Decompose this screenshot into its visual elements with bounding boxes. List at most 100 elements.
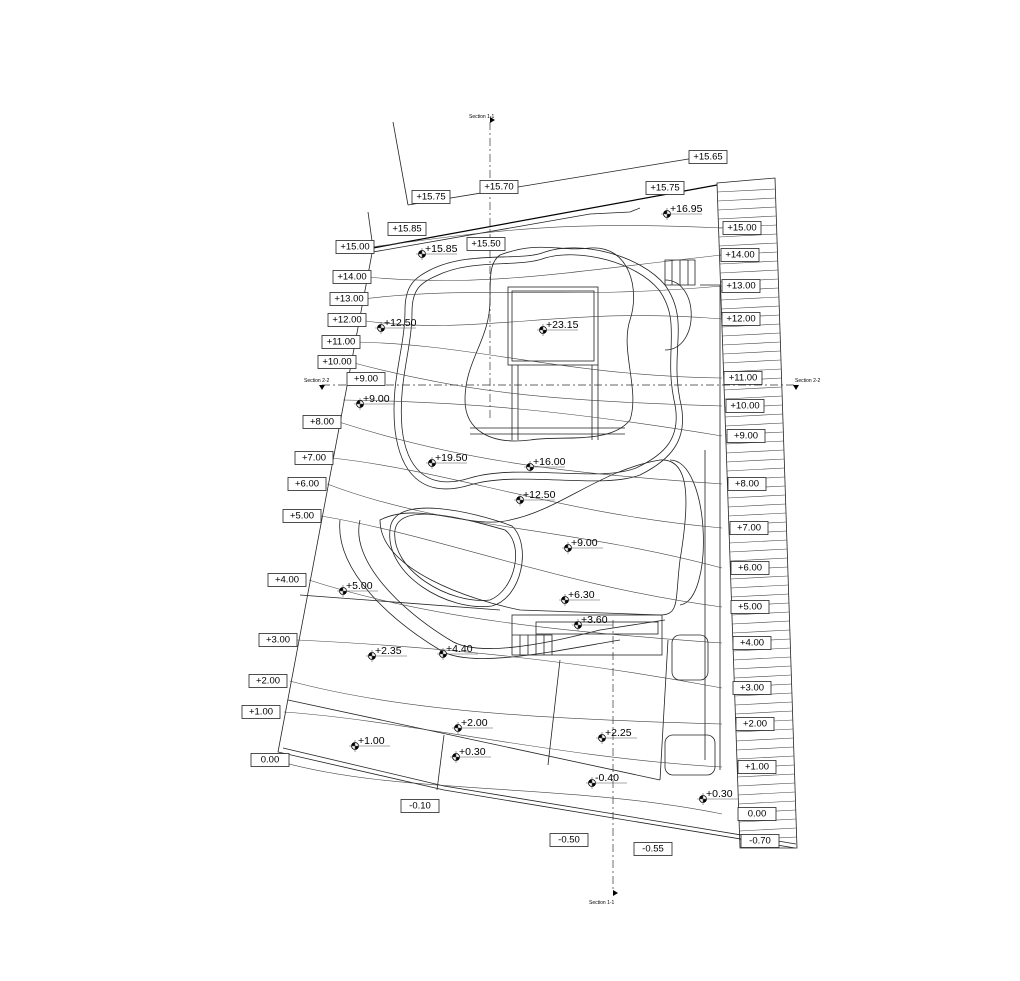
label-box xyxy=(317,355,357,369)
contour-line xyxy=(358,315,723,326)
label-text: +9.00 xyxy=(734,431,758,442)
contour-elevation-label: +6.00 xyxy=(730,561,770,575)
hatch-line xyxy=(720,296,779,301)
label-text: -0.70 xyxy=(749,836,771,847)
contour-elevation-label: +10.00 xyxy=(725,399,765,413)
label-text: +15.00 xyxy=(340,242,369,253)
level-marker-icon xyxy=(354,398,395,410)
hatch-line xyxy=(727,494,786,499)
label-box xyxy=(633,842,673,856)
contour-elevation-label: +15.65 xyxy=(688,150,728,164)
label-text: +13.00 xyxy=(334,294,363,305)
spot-elevation: +6.30 xyxy=(559,589,600,606)
label-box xyxy=(248,674,288,688)
spot-elevation: +15.85 xyxy=(416,243,458,260)
contour-elevation-label: +7.00 xyxy=(294,451,334,465)
label-box xyxy=(327,313,367,327)
contour-elevation-label: -0.70 xyxy=(740,834,780,848)
contour-elevation-label: +12.00 xyxy=(721,312,761,326)
contour-line xyxy=(350,361,723,407)
label-box xyxy=(241,705,281,719)
hatch-line xyxy=(720,269,779,274)
level-marker-icon xyxy=(661,208,702,220)
spot-elevation-text: +15.85 xyxy=(425,243,458,255)
label-text: +7.00 xyxy=(302,453,326,464)
label-box xyxy=(723,371,763,385)
spot-elevation: -0.40 xyxy=(586,772,627,789)
contour-line xyxy=(354,341,723,379)
label-box xyxy=(258,633,298,647)
label-box xyxy=(346,372,386,386)
label-text: -0.10 xyxy=(409,801,431,812)
label-text: +11.00 xyxy=(327,337,356,348)
label-text: -0.55 xyxy=(642,844,664,855)
hatch-line xyxy=(736,737,794,742)
contour-elevation-label: +15.75 xyxy=(411,190,451,204)
label-text: +15.75 xyxy=(650,183,679,194)
contour-elevation-label: -0.55 xyxy=(633,842,673,856)
hatch-line xyxy=(730,575,789,580)
label-text: +15.50 xyxy=(471,239,500,250)
spot-elevation: +9.00 xyxy=(354,393,395,410)
contour-elevation-label: -0.50 xyxy=(549,833,589,847)
label-box xyxy=(720,248,760,262)
hatch-line xyxy=(728,512,787,517)
label-box xyxy=(282,509,322,523)
level-marker-icon xyxy=(366,650,407,662)
label-box xyxy=(332,270,372,284)
level-marker-icon xyxy=(437,648,478,660)
hatch-line xyxy=(729,539,787,544)
label-text: +1.00 xyxy=(745,762,769,773)
contour-elevation-label: +14.00 xyxy=(332,270,372,284)
label-text: +7.00 xyxy=(737,523,761,534)
level-marker-icon xyxy=(349,740,390,752)
hatch-line xyxy=(736,746,794,751)
label-box xyxy=(730,561,770,575)
hatch-line xyxy=(739,827,797,832)
contour-elevation-label: +10.00 xyxy=(317,355,357,369)
contour-elevation-label: +8.00 xyxy=(727,477,767,491)
level-marker-icon xyxy=(596,732,637,744)
spot-elevation: +19.50 xyxy=(426,452,468,469)
hatch-line xyxy=(718,215,777,220)
label-text: +11.00 xyxy=(729,373,758,384)
label-text: +3.00 xyxy=(266,635,290,646)
label-text: +4.00 xyxy=(740,638,764,649)
hatch-line xyxy=(726,467,785,472)
hatch-line xyxy=(726,458,785,463)
label-box xyxy=(737,807,777,821)
contour-line xyxy=(332,457,723,529)
hatch-line xyxy=(726,449,784,454)
contour-line xyxy=(308,579,723,644)
label-text: +5.00 xyxy=(290,511,314,522)
spot-elevation-text: +12.50 xyxy=(523,489,556,501)
spot-elevation: +5.00 xyxy=(337,580,378,597)
contour-elevation-label: +15.70 xyxy=(479,180,519,194)
label-text: +2.00 xyxy=(743,719,767,730)
contour-elevation-label: +6.00 xyxy=(287,477,327,491)
label-box xyxy=(321,335,361,349)
contour-elevation-label: +5.00 xyxy=(282,509,322,523)
label-box xyxy=(294,451,334,465)
hatch-line xyxy=(736,755,795,760)
contour-elevation-label: +5.00 xyxy=(730,600,770,614)
contour-line xyxy=(343,399,723,437)
hatch-line xyxy=(718,233,777,238)
label-text: +13.00 xyxy=(726,281,755,292)
section-2-2-right-label: Section 2-2 xyxy=(795,378,821,384)
level-marker-icon xyxy=(559,594,600,606)
spot-elevation: +12.50 xyxy=(514,489,556,506)
label-box xyxy=(267,573,307,587)
hatch-line xyxy=(729,548,788,553)
site-boundary xyxy=(277,184,797,849)
contour-elevation-label: +11.00 xyxy=(321,335,361,349)
label-text: -0.50 xyxy=(558,835,580,846)
label-box xyxy=(735,717,775,731)
label-box xyxy=(549,833,589,847)
level-marker-icon xyxy=(562,542,603,554)
contour-elevation-label: +9.00 xyxy=(726,429,766,443)
label-text: +15.75 xyxy=(416,192,445,203)
hatch-line xyxy=(738,791,796,796)
hatch-line xyxy=(733,656,791,661)
